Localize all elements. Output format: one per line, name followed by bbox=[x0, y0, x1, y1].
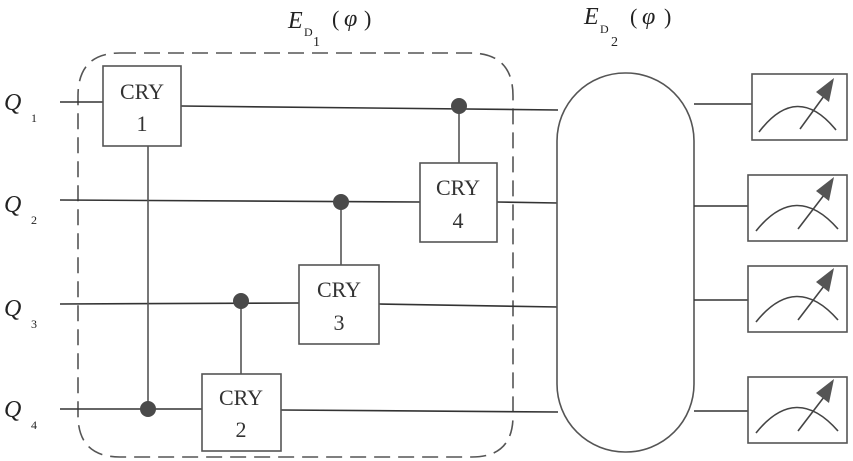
block-phi: φ bbox=[344, 6, 357, 32]
wire-q3-out bbox=[378, 303, 559, 308]
control-dot-gate-1 bbox=[140, 401, 156, 417]
qubit-letter: Q bbox=[4, 192, 21, 218]
block-subsub: 2 bbox=[611, 35, 618, 50]
qubit-index: 4 bbox=[31, 418, 37, 432]
meter-arc bbox=[758, 105, 837, 133]
qubit-label-q2: Q 2 bbox=[4, 192, 37, 227]
meter-arc bbox=[755, 204, 839, 232]
control-dot-gate-3 bbox=[333, 194, 349, 210]
output-wires bbox=[694, 103, 752, 412]
meter-icon bbox=[747, 174, 848, 242]
control-lines bbox=[140, 98, 467, 417]
gate-cry-3: CRY 3 bbox=[298, 264, 380, 345]
meter-needle bbox=[797, 285, 825, 321]
ed2-operator-block bbox=[556, 72, 695, 453]
block-phi: φ bbox=[642, 4, 655, 30]
block-subsub: 1 bbox=[313, 35, 320, 50]
control-dot-gate-2 bbox=[233, 293, 249, 309]
gate-name: CRY bbox=[219, 385, 263, 410]
block-letter: E bbox=[583, 4, 599, 30]
block-sub: D bbox=[600, 22, 609, 36]
gate-name: CRY bbox=[120, 79, 164, 104]
gate-box bbox=[102, 65, 182, 147]
meter-needle bbox=[799, 95, 825, 130]
qubit-label-q1: Q 1 bbox=[4, 90, 37, 125]
gate-number: 2 bbox=[236, 417, 247, 442]
wire-q3 bbox=[59, 302, 300, 305]
block-letter: E bbox=[287, 8, 303, 34]
meter-needle bbox=[797, 396, 825, 432]
qubit-letter: Q bbox=[4, 397, 21, 423]
block-label-ed2: E D 2 ( φ ) bbox=[583, 4, 671, 50]
meter-arrowhead bbox=[816, 268, 834, 292]
qubit-label-q4: Q 4 bbox=[4, 397, 37, 432]
block-open-paren: ( bbox=[332, 6, 339, 31]
meter-arrowhead bbox=[816, 379, 834, 403]
block-open-paren: ( bbox=[630, 4, 637, 29]
qubit-wires bbox=[59, 101, 559, 413]
qubit-letter: Q bbox=[4, 296, 21, 322]
gate-name: CRY bbox=[317, 277, 361, 302]
meter-arc bbox=[755, 295, 839, 323]
wire-q2 bbox=[59, 199, 421, 203]
block-sub: D bbox=[304, 25, 313, 39]
meter-icon bbox=[751, 73, 848, 141]
gate-number: 3 bbox=[334, 310, 345, 335]
block-close-paren: ) bbox=[664, 4, 671, 29]
gate-name: CRY bbox=[436, 175, 480, 200]
control-dot-gate-4 bbox=[451, 98, 467, 114]
qubit-index: 2 bbox=[31, 213, 37, 227]
meter-icon bbox=[747, 265, 848, 333]
meter-arrowhead bbox=[816, 78, 834, 102]
gate-cry-1: CRY 1 bbox=[102, 65, 182, 147]
wire-q4-out bbox=[280, 409, 559, 413]
gate-box bbox=[419, 162, 498, 243]
gate-box bbox=[298, 264, 380, 345]
qubit-label-q3: Q 3 bbox=[4, 296, 37, 331]
gate-box bbox=[201, 373, 282, 452]
meter-needle bbox=[797, 194, 825, 230]
ed1-dashed-region bbox=[77, 52, 514, 458]
block-label-ed1: E D 1 ( φ ) bbox=[287, 6, 371, 50]
wire-q1 bbox=[180, 105, 559, 111]
block-close-paren: ) bbox=[364, 6, 371, 31]
qubit-index: 3 bbox=[31, 317, 37, 331]
meter-icon bbox=[747, 376, 848, 444]
gate-number: 1 bbox=[137, 111, 148, 136]
qubit-letter: Q bbox=[4, 90, 21, 116]
wire-q2-out bbox=[496, 201, 559, 204]
gate-number: 4 bbox=[453, 208, 464, 233]
meter-arrowhead bbox=[816, 177, 834, 201]
gate-cry-4: CRY 4 bbox=[419, 162, 498, 243]
meter-arc bbox=[755, 406, 839, 434]
gate-cry-2: CRY 2 bbox=[201, 373, 282, 452]
qubit-index: 1 bbox=[31, 111, 37, 125]
